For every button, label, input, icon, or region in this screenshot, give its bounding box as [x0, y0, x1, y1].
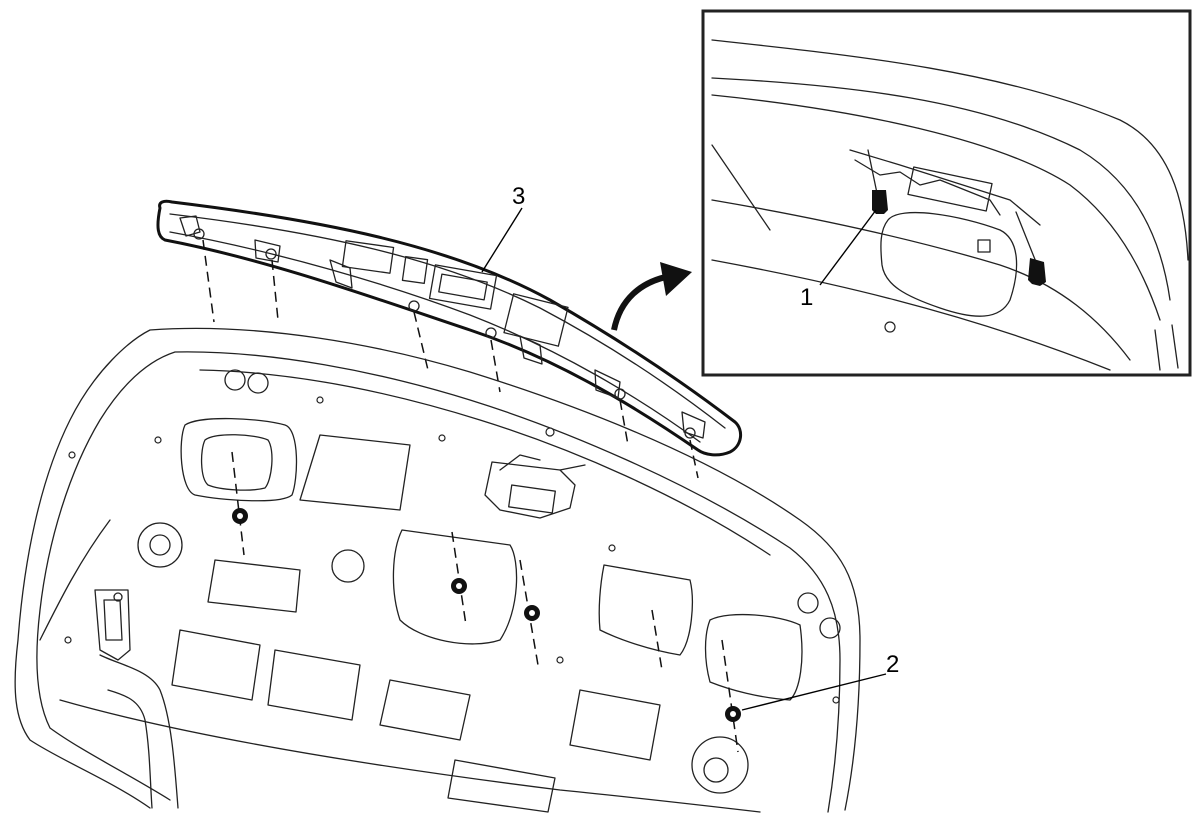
lid-inner-panel	[14, 327, 861, 813]
nut	[232, 508, 248, 524]
nut	[451, 578, 467, 594]
inset-fastener-left	[867, 149, 888, 214]
callout-3: 3	[512, 183, 525, 210]
retainer-nuts: 2	[231, 451, 899, 753]
callout-2-leader	[741, 673, 887, 711]
inset-fastener-right	[1015, 211, 1046, 286]
inset-linework	[711, 39, 1189, 371]
trim-panel: 3	[156, 183, 743, 457]
nut	[725, 706, 741, 722]
callout-3-leader	[481, 207, 523, 273]
curved-arrow-icon	[611, 262, 692, 331]
callout-2: 2	[886, 651, 899, 678]
callout-1-leader	[819, 209, 877, 286]
detail-inset: 1	[701, 9, 1192, 377]
callout-1: 1	[800, 284, 813, 311]
nut	[524, 605, 540, 621]
